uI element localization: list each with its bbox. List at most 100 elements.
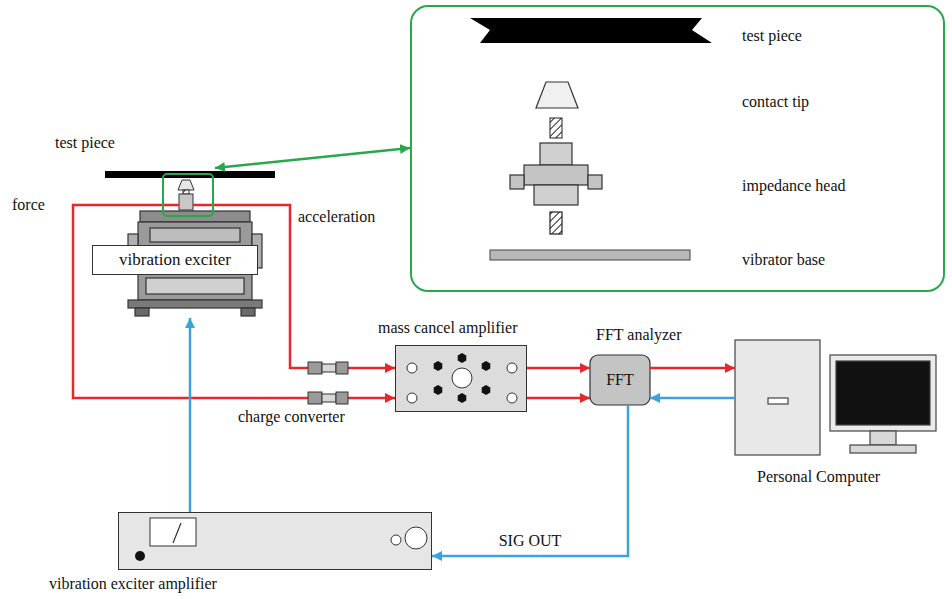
exciter-amplifier-panel	[405, 527, 427, 549]
signal-label: force	[12, 196, 45, 214]
inset-impedance-head	[550, 212, 562, 234]
charge-converter	[308, 392, 322, 404]
red-signal-line	[650, 367, 735, 370]
personal-computer	[850, 445, 916, 453]
fft-box	[590, 355, 650, 405]
inset-test-piece	[470, 18, 712, 43]
exciter-amplifier-panel	[391, 535, 401, 545]
fft-box	[590, 355, 650, 405]
red-signal-line	[73, 205, 395, 398]
exciter-amplifier-panel	[150, 518, 196, 546]
exciter-amplifier: vibration exciter amplifier	[118, 512, 432, 570]
node-label: mass cancel amplifier	[378, 319, 518, 337]
inset-impedance-head	[540, 143, 572, 165]
mass-cancel-panel	[395, 345, 527, 412]
mass-cancel-panel	[434, 385, 443, 395]
inset-contact-tip	[550, 118, 562, 138]
node-label: vibration exciter amplifier	[49, 575, 217, 593]
inset-contact-tip	[536, 82, 578, 138]
mass-cancel-amplifier: mass cancel amplifier	[395, 345, 527, 412]
node-sublabel: vibrator base	[742, 251, 825, 269]
node-sublabel: impedance head	[742, 177, 846, 195]
mass-cancel-panel	[458, 393, 467, 403]
sensor-wire	[92, 204, 179, 207]
inset-impedance-head	[588, 175, 602, 189]
blue-signal-line	[650, 397, 735, 400]
part-label: charge converter	[238, 408, 345, 426]
inset-impedance-head	[510, 143, 602, 234]
vibration-exciter-body	[146, 278, 244, 294]
node-label: vibration exciter	[92, 245, 258, 275]
signal-label: SIG OUT	[496, 532, 565, 550]
green-signal-line	[215, 148, 410, 168]
blue-signal-line	[189, 318, 192, 512]
exciter-amplifier-panel	[135, 551, 145, 561]
personal-computer	[836, 361, 930, 425]
red-signal-line	[262, 205, 395, 368]
red-signal-line	[527, 367, 590, 370]
mass-cancel-panel	[482, 361, 491, 371]
charge-converter	[322, 364, 336, 372]
node-label: FFT analyzer	[596, 326, 681, 344]
detail-frame	[163, 174, 213, 216]
exciter-amplifier-panel	[173, 523, 181, 543]
charge-converter	[308, 362, 322, 374]
vibration-exciter-body	[241, 308, 255, 316]
mass-cancel-panel	[452, 368, 472, 388]
small-impedance-head	[178, 180, 194, 210]
charge-converter	[336, 392, 348, 404]
node-sublabel: FFT	[590, 355, 650, 405]
personal-computer	[870, 431, 896, 445]
personal-computer	[768, 398, 788, 404]
signal-label: acceleration	[298, 208, 375, 226]
vibration-exciter: vibration exciter	[92, 168, 262, 318]
small-impedance-head	[179, 194, 193, 210]
detail-frame	[163, 174, 213, 216]
personal-computer: Personal Computer	[735, 340, 940, 490]
inset-contact-tip	[536, 82, 578, 108]
vibration-exciter-body	[135, 308, 149, 316]
mass-cancel-panel	[507, 393, 517, 403]
personal-computer	[735, 340, 936, 455]
exciter-amplifier-panel	[118, 512, 432, 570]
inset-impedance-head	[524, 165, 588, 185]
inset-vibrator-base	[490, 250, 690, 260]
sensor-wire	[193, 204, 262, 207]
vibration-exciter-body	[150, 228, 240, 242]
mass-cancel-panel	[395, 345, 527, 412]
mass-cancel-panel	[482, 385, 491, 395]
vibration-exciter-body	[128, 300, 262, 308]
red-signal-line	[527, 397, 590, 400]
detail-panel: test piece contact tip impedance head vibra…	[410, 5, 945, 292]
part-label: test piece	[55, 134, 115, 152]
exciter-amplifier-panel	[118, 512, 432, 570]
personal-computer	[830, 355, 936, 431]
charge-converter	[308, 362, 348, 404]
fft-analyzer: FFT analyzerFFT	[590, 355, 650, 405]
inset-impedance-head	[510, 175, 524, 189]
mass-cancel-panel	[407, 363, 417, 373]
personal-computer	[735, 340, 820, 455]
inset-vibrator-base	[490, 250, 690, 260]
node-sublabel: contact tip	[742, 93, 809, 111]
mass-cancel-panel	[458, 353, 467, 363]
inset-test-piece	[470, 18, 712, 43]
small-impedance-head	[183, 190, 189, 194]
sensor-wire	[92, 204, 262, 207]
charge-converter	[336, 362, 348, 374]
mass-cancel-panel	[434, 361, 443, 371]
mass-cancel-panel	[507, 363, 517, 373]
node-label: Personal Computer	[757, 468, 880, 486]
small-impedance-head	[178, 180, 194, 190]
node-label: test piece	[742, 27, 802, 45]
charge-converter	[322, 394, 336, 402]
mass-cancel-panel	[407, 393, 417, 403]
blue-signal-line	[432, 405, 628, 556]
inset-impedance-head	[534, 185, 578, 205]
connector-layer	[73, 148, 735, 556]
